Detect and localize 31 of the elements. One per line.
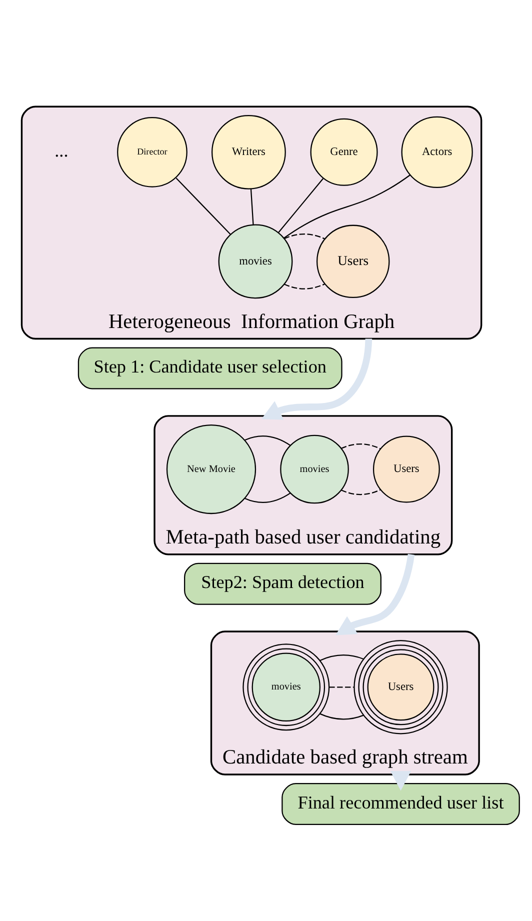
- node-circle: movies: [242, 643, 330, 730]
- node-box: Step 1: Candidate user selection: [78, 346, 342, 389]
- connector: [283, 174, 410, 238]
- node-box: Step2: Spam detection: [184, 562, 382, 604]
- node-circle: Genre: [310, 118, 378, 186]
- arrow: [335, 553, 415, 635]
- connector: [340, 488, 381, 495]
- node-circle: movies: [280, 434, 349, 504]
- connector: [284, 233, 325, 239]
- node-circle: Users: [354, 640, 448, 734]
- connector: [250, 188, 254, 225]
- connector: [244, 435, 291, 446]
- node-circle: Actors: [401, 116, 473, 188]
- connector: [176, 177, 232, 234]
- node-circle: Users: [316, 224, 390, 298]
- node-box: Final recommended user list: [282, 782, 520, 825]
- node-circle: movies: [218, 224, 293, 298]
- node-circle: Director: [117, 116, 188, 187]
- node-circle: New Movie: [166, 424, 256, 514]
- connector: [340, 442, 381, 449]
- connector: [320, 712, 364, 720]
- arrow: [390, 770, 412, 790]
- arrow: [261, 338, 372, 420]
- node-circle: Users: [372, 435, 440, 502]
- connector: [278, 178, 324, 233]
- connector: [244, 492, 291, 502]
- connector: [320, 654, 364, 661]
- node-circle: Writers: [212, 114, 286, 189]
- connector: [329, 686, 354, 688]
- connector: [284, 283, 325, 289]
- label: ...: [54, 140, 68, 160]
